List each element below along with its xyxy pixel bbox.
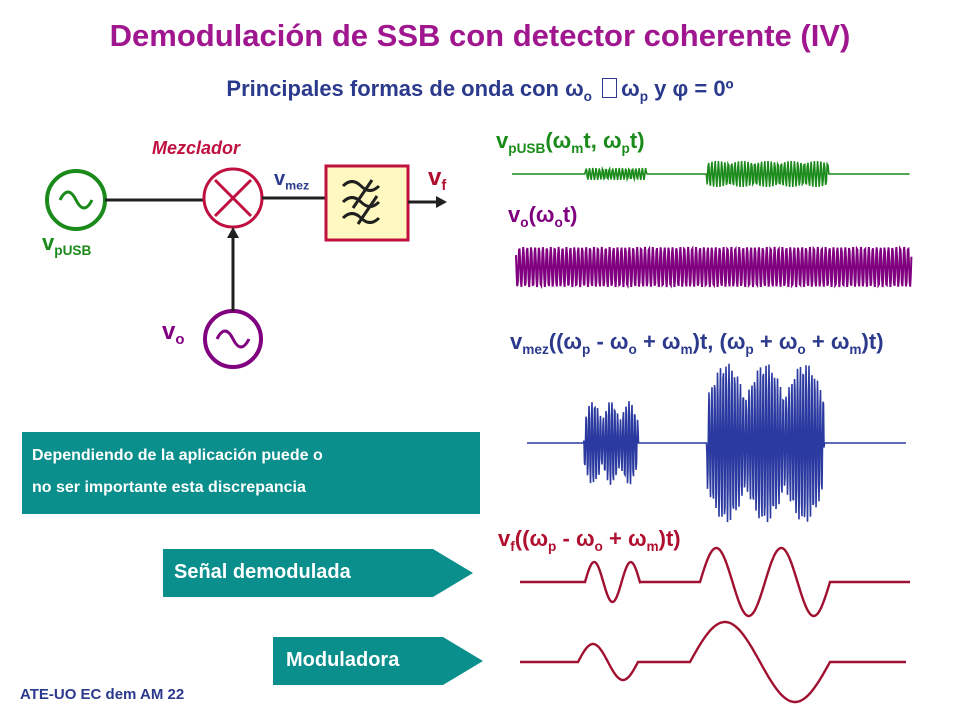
demod-arrow bbox=[163, 549, 473, 597]
vo-waveform-label: vo(ωot) bbox=[508, 202, 578, 230]
vmez-waveform bbox=[527, 363, 906, 523]
footer-label: ATE-UO EC dem AM 22 bbox=[20, 686, 185, 703]
subtitle: Principales formas de onda con ωo ωp y φ… bbox=[226, 76, 734, 104]
mixer-label: Mezclador bbox=[152, 138, 241, 158]
source-pusb bbox=[45, 169, 107, 231]
moduladora-arrow-label: Moduladora bbox=[286, 649, 400, 671]
filter-output-label: vf bbox=[428, 164, 447, 195]
moduladora-arrow bbox=[273, 637, 483, 685]
mez-label: vmez bbox=[274, 168, 310, 193]
pusb-waveform-label: vpUSB(ωmt, ωpt) bbox=[496, 128, 645, 156]
moduladora-waveform bbox=[520, 620, 906, 704]
vf-waveform-label: vf((ωp - ωo + ωm)t) bbox=[498, 526, 681, 554]
source-label: vpUSB bbox=[42, 230, 92, 258]
vo-waveform bbox=[515, 245, 913, 290]
oscillator-label: vo bbox=[162, 318, 185, 349]
output-arrowhead bbox=[436, 196, 447, 208]
vf-waveform bbox=[520, 546, 910, 618]
oscillator-vo bbox=[203, 309, 263, 369]
mixer-input-arrowhead bbox=[227, 227, 239, 238]
discrepancy-note: Dependiendo de la aplicación puede o no … bbox=[22, 432, 480, 514]
pusb-waveform bbox=[512, 160, 910, 188]
page-title: Demodulación de SSB con detector coheren… bbox=[109, 18, 851, 53]
filter-block bbox=[324, 164, 410, 242]
vmez-waveform-label: vmez((ωp - ωo + ωm)t, (ωp + ωo + ωm)t) bbox=[510, 329, 884, 357]
demod-arrow-label: Señal demodulada bbox=[174, 561, 351, 583]
placeholder-glyph bbox=[602, 78, 618, 98]
